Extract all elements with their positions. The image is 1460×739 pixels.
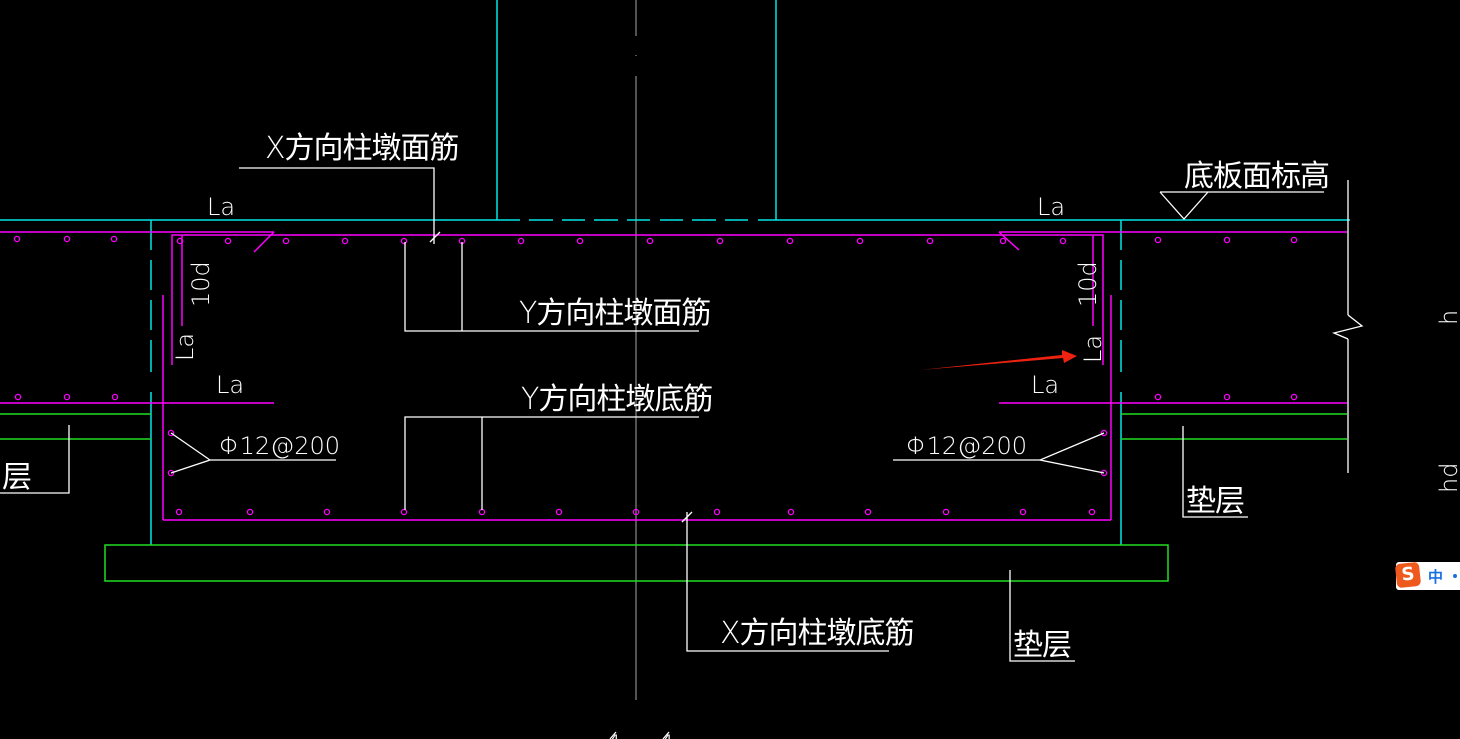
rebar-dot (713, 508, 721, 516)
rebar-dot (1290, 236, 1298, 244)
rebar-dot (716, 237, 724, 245)
rebar-dot (999, 237, 1007, 245)
column-outline (496, 0, 777, 220)
label-hook-right: 10d (1074, 261, 1102, 307)
label-dim-hd: hd (1435, 463, 1460, 493)
rebar-dot (786, 237, 794, 245)
rebar-dot (555, 508, 563, 516)
rebar-dot (1290, 393, 1298, 401)
rebar-dot (1223, 236, 1231, 244)
rebar-dot (1223, 393, 1231, 401)
rebar-dot (1019, 508, 1027, 516)
leader-lines (0, 167, 1364, 739)
rebar-dot (246, 508, 254, 516)
label-stirrup-left: Φ12@200 (219, 432, 340, 460)
rebar-dot (926, 237, 934, 245)
rebar-dot (517, 237, 525, 245)
rebar-dot (175, 508, 183, 516)
sogou-logo-icon[interactable]: S (1394, 561, 1422, 589)
label-anchor-top-left: La (207, 193, 235, 221)
rebar-dot (856, 237, 864, 245)
rebar-dot (400, 508, 408, 516)
label-section-mark: 4 4 (606, 730, 674, 739)
rebar-dot (1154, 393, 1162, 401)
ime-language-toggle[interactable]: 中 (1428, 567, 1444, 586)
label-cushion-right: 垫层 (1186, 484, 1244, 519)
rebar-dot (176, 237, 184, 245)
rebar-dot (110, 235, 118, 243)
label-x-top-rebar: X方向柱墩面筋 (265, 131, 459, 166)
label-slab-top-elevation: 底板面标高 (1184, 159, 1329, 194)
rebar-dot (323, 508, 331, 516)
pointer-arrow[interactable] (920, 350, 1077, 370)
label-y-bottom-rebar: Y方向柱墩底筋 (521, 382, 712, 417)
label-anchor-mid-right: La (1031, 371, 1059, 399)
rebar-dot (167, 429, 175, 437)
label-stirrup-right: Φ12@200 (906, 432, 1027, 460)
label-anchor-mid-left: La (216, 371, 244, 399)
rebar-dot (63, 393, 71, 401)
ime-toolbar[interactable]: S 中 (1394, 561, 1460, 590)
rebar-dot (1059, 237, 1067, 245)
rebar-dot (224, 237, 232, 245)
rebar-dot (111, 393, 119, 401)
label-anchor-top-right: La (1037, 193, 1065, 221)
label-hook-left: 10d (187, 261, 215, 307)
label-x-bottom-rebar: X方向柱墩底筋 (720, 616, 914, 651)
rebar-dot (13, 235, 21, 243)
cushion-layer (0, 413, 1347, 582)
ime-punctuation-icon[interactable] (1453, 574, 1458, 578)
rebar-dot (14, 393, 22, 401)
rebar-dot (632, 508, 640, 516)
label-y-top-rebar: Y方向柱墩面筋 (519, 296, 710, 331)
rebar-dot (787, 508, 795, 516)
label-dim-h: h (1435, 310, 1460, 325)
rebar-dot (646, 237, 654, 245)
rebar-dot (576, 237, 584, 245)
rebar-dot (167, 469, 175, 477)
rebar-dot (1100, 429, 1108, 437)
rebar-dot (400, 237, 408, 245)
rebar-dot (1154, 236, 1162, 244)
rebar-dot (942, 508, 950, 516)
pier-outline (150, 220, 1122, 545)
rebar-dot (1088, 508, 1096, 516)
label-anchor-vert-left: La (171, 333, 199, 361)
label-cushion-left: 层 (2, 460, 31, 495)
rebar-dot (341, 237, 349, 245)
rebar-dot (282, 237, 290, 245)
label-anchor-vert-right: La (1079, 335, 1107, 363)
rebar-dot (864, 508, 872, 516)
rebar-dot (63, 235, 71, 243)
rebar-lines (0, 231, 1347, 521)
rebar-dot (478, 508, 486, 516)
label-cushion-center: 垫层 (1013, 628, 1071, 663)
